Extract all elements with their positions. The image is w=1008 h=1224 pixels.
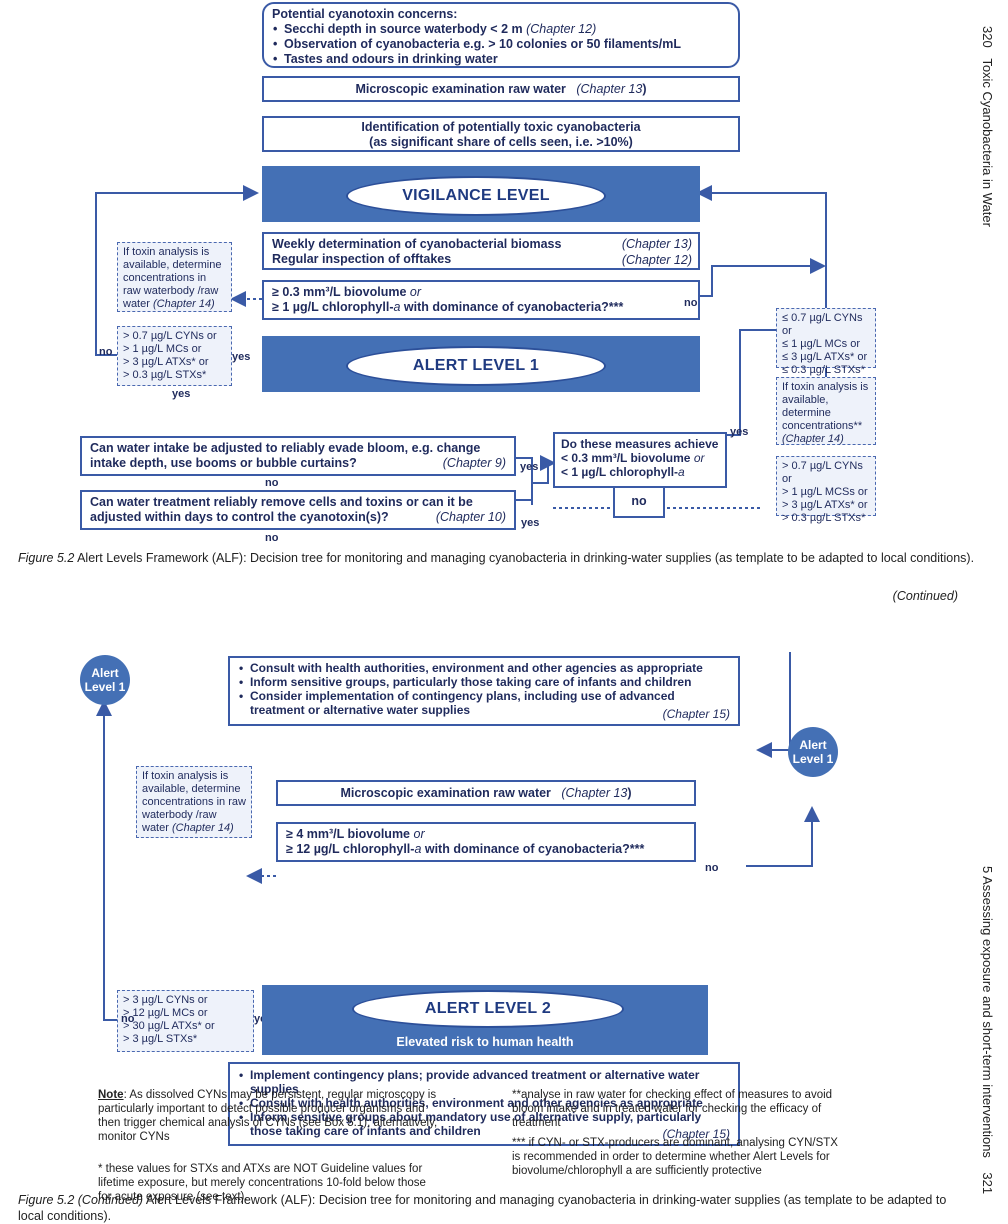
action-item: Inform sensitive groups about mandatory … xyxy=(239,1110,730,1138)
concerns-list: Secchi depth in source waterbody < 2 m (… xyxy=(272,22,730,67)
no-label: no xyxy=(684,297,698,309)
alert-level-1-circle-right[interactable]: Alert Level 1 xyxy=(788,727,838,777)
action-item: Implement contingency plans; provide adv… xyxy=(239,1068,730,1096)
note-guideline-values: * these values for STXs and ATXs are NOT… xyxy=(98,1163,426,1203)
threshold-2-box: ≥ 4 mm³/L biovolume or ≥ 12 µg/L chlorop… xyxy=(276,822,696,862)
continued-label: (Continued) xyxy=(892,589,958,603)
alert-level-1-circle-left[interactable]: Alert Level 1 xyxy=(80,655,130,705)
yes-label: yes xyxy=(232,351,251,363)
toxin-values-2: > 3 µg/L CYNs or > 12 µg/L MCs or > 30 µ… xyxy=(117,990,254,1052)
no-label: no xyxy=(121,1013,135,1025)
right-low-values: ≤ 0.7 µg/L CYNs or ≤ 1 µg/L MCs or ≤ 3 µ… xyxy=(776,308,876,376)
microscopic-exam-box: Microscopic examination raw water (Chapt… xyxy=(262,76,740,102)
no-label: no xyxy=(265,532,279,544)
right-toxin-note: If toxin analysis is available, determin… xyxy=(776,377,876,445)
yes-label: yes xyxy=(521,517,540,529)
running-header-right: 5 Assessing exposure and short-term inte… xyxy=(980,866,995,1195)
toxin-analysis-note-2: If toxin analysis is available, determin… xyxy=(136,766,252,838)
consult-item: Consult with health authorities, environ… xyxy=(239,661,730,675)
right-high-values: > 0.7 µg/L CYNs or > 1 µg/L MCSs or > 3 … xyxy=(776,456,876,524)
concerns-title: Potential cyanotoxin concerns: xyxy=(272,7,458,21)
microscopic-exam-box-2: Microscopic examination raw water (Chapt… xyxy=(276,780,696,806)
action-item: Consult with health authorities, environ… xyxy=(239,1096,730,1110)
cyanotoxin-concerns-box: Potential cyanotoxin concerns: Secchi de… xyxy=(262,2,740,68)
treatment-question-box: Can water treatment reliably remove cell… xyxy=(80,490,516,530)
alert-level-1-label: ALERT LEVEL 1 xyxy=(346,346,606,386)
yes-label: yes xyxy=(520,461,539,473)
figure-caption-2: Figure 5.2 (Continued) Alert Levels Fram… xyxy=(18,1193,947,1223)
weekly-monitoring-box: Weekly determination of cyanobacterial b… xyxy=(262,232,700,270)
figure-caption-1: Figure 5.2 Alert Levels Framework (ALF):… xyxy=(18,551,975,565)
concern-item: Secchi depth in source waterbody < 2 m (… xyxy=(273,22,730,37)
running-header-left: 320 Toxic Cyanobacteria in Water xyxy=(980,26,995,227)
no-label: no xyxy=(705,862,719,874)
consult-box: Consult with health authorities, environ… xyxy=(228,656,740,726)
measures-no-arrow: no xyxy=(613,488,665,518)
alert-level-2-label: ALERT LEVEL 2 xyxy=(352,990,624,1028)
identification-box: Identification of potentially toxic cyan… xyxy=(262,116,740,152)
consult-item: Consider implementation of contingency p… xyxy=(239,689,730,717)
note-analyse: **analyse in raw water for checking effe… xyxy=(512,1089,833,1129)
alert-level-2-subtitle: Elevated risk to human health xyxy=(396,1035,574,1049)
no-label: no xyxy=(99,346,113,358)
actions-box: Implement contingency plans; provide adv… xyxy=(228,1062,740,1146)
note-cyns: Note: As dissolved CYNs may be persisten… xyxy=(98,1089,438,1143)
intake-question-box: Can water intake be adjusted to reliably… xyxy=(80,436,516,476)
yes-label: yes xyxy=(172,388,191,400)
note-cyn-stx: *** if CYN- or STX-producers are dominan… xyxy=(512,1137,838,1177)
threshold-1-box: ≥ 0.3 mm³/L biovolume or ≥ 1 µg/L chloro… xyxy=(262,280,700,320)
concern-item: Tastes and odours in drinking water xyxy=(273,52,730,67)
vigilance-level-label: VIGILANCE LEVEL xyxy=(346,176,606,216)
toxin-values-1: > 0.7 µg/L CYNs or > 1 µg/L MCs or > 3 µ… xyxy=(117,326,232,386)
concern-item: Observation of cyanobacteria e.g. > 10 c… xyxy=(273,37,730,52)
toxin-analysis-note-1: If toxin analysis is available, determin… xyxy=(117,242,232,312)
consult-item: Inform sensitive groups, particularly th… xyxy=(239,675,730,689)
measures-question-box: Do these measures achieve < 0.3 mm³/L bi… xyxy=(553,432,727,488)
yes-label: yes xyxy=(730,426,749,438)
no-label: no xyxy=(265,477,279,489)
